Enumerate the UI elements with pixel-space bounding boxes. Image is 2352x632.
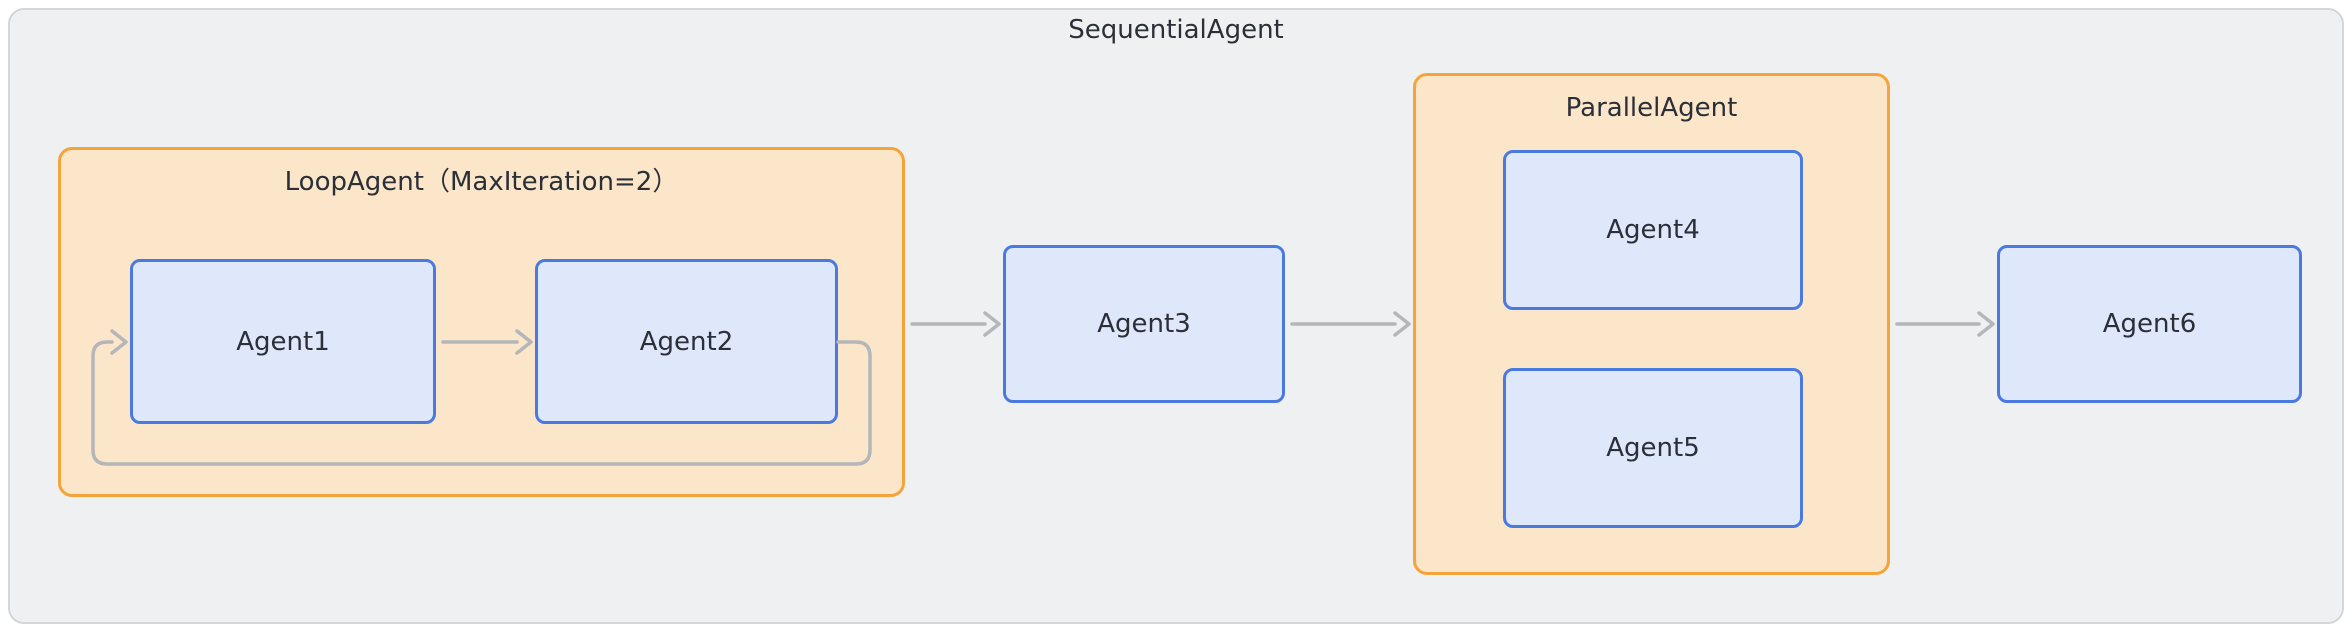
node-agent4-label: Agent4 <box>1606 215 1700 245</box>
node-agent3: Agent3 <box>1003 245 1285 403</box>
node-agent3-label: Agent3 <box>1097 309 1191 339</box>
loop-agent-title: LoopAgent（MaxIteration=2） <box>284 167 679 197</box>
node-agent4: Agent4 <box>1503 150 1803 310</box>
parallel-agent-title: ParallelAgent <box>1565 93 1738 123</box>
node-agent2: Agent2 <box>535 259 838 424</box>
sequential-agent-title: SequentialAgent <box>1068 15 1284 45</box>
node-agent6-label: Agent6 <box>2102 309 2197 339</box>
node-agent1-label: Agent1 <box>236 326 330 357</box>
node-agent6: Agent6 <box>1997 245 2302 403</box>
node-agent5: Agent5 <box>1503 368 1803 528</box>
node-agent5-label: Agent5 <box>1606 433 1700 463</box>
node-agent1: Agent1 <box>130 259 436 424</box>
node-agent2-label: Agent2 <box>639 326 734 357</box>
